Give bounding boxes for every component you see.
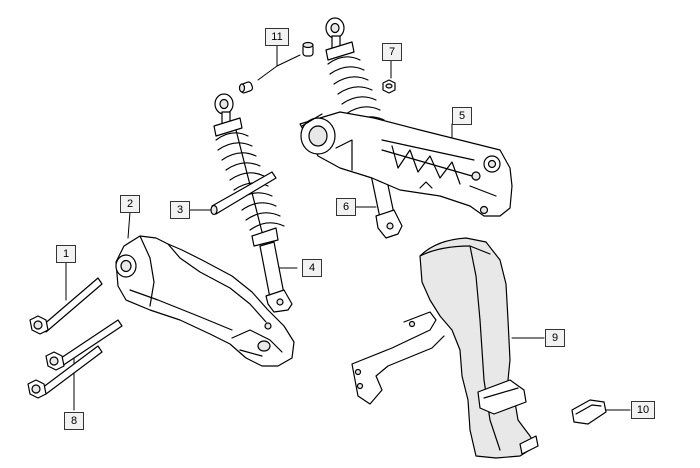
part-8-bolts bbox=[27, 319, 123, 399]
leader-lines bbox=[65, 44, 631, 411]
callout-4: 4 bbox=[302, 259, 322, 277]
callout-7: 7 bbox=[382, 43, 402, 61]
callout-1: 1 bbox=[56, 245, 76, 263]
part-5-bracket bbox=[299, 111, 513, 217]
callout-5: 5 bbox=[452, 107, 472, 125]
part-3-pin bbox=[210, 171, 277, 216]
part-4-shock-absorber bbox=[213, 93, 293, 313]
callout-11: 11 bbox=[265, 28, 289, 46]
callout-9: 9 bbox=[545, 329, 565, 347]
callout-6: 6 bbox=[336, 198, 356, 216]
callout-8: 8 bbox=[64, 412, 84, 430]
part-10-pad bbox=[571, 399, 607, 425]
part-7-nut bbox=[382, 79, 396, 94]
part-2-swing-arm bbox=[115, 235, 295, 367]
callout-10: 10 bbox=[631, 401, 655, 419]
part-11-bushings bbox=[238, 41, 314, 94]
part-9-mudguard bbox=[351, 237, 539, 459]
callout-3: 3 bbox=[170, 201, 190, 219]
callout-2: 2 bbox=[120, 195, 140, 213]
part-1-bolt bbox=[29, 277, 103, 335]
